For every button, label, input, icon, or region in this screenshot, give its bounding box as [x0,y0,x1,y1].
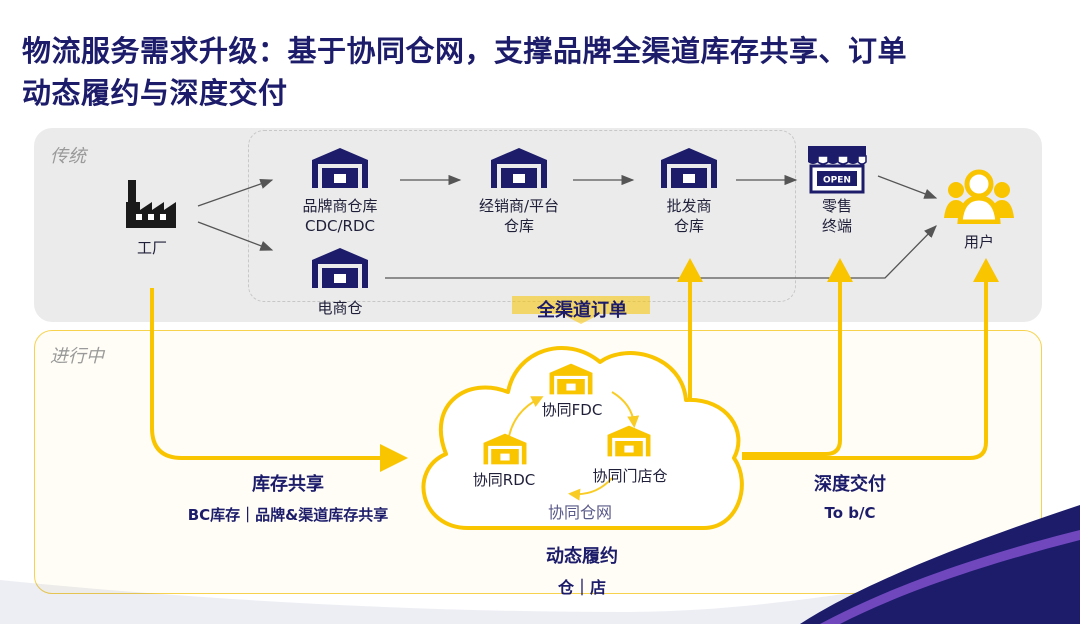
deep-delivery-subtitle: To b/C [824,504,876,522]
store-warehouse-icon [607,425,651,457]
arrowhead-to-network [380,444,408,472]
cloud-store-label: 协同门店仓 [592,467,668,485]
arrowhead-to-wholesaler [677,258,703,282]
wholesaler-warehouse-label: 批发商 仓库 [639,196,739,236]
shop-sign-text: OPEN [823,176,851,186]
dynamic-fulfillment-subtitle: 仓｜店 [557,578,606,597]
factory-icon [126,180,176,228]
flow-network-to-user [742,282,988,460]
cloud-fdc-label: 协同FDC [541,401,603,419]
brand-warehouse-label-line2: CDC/RDC [305,217,375,235]
distributor-warehouse-label-line1: 经销商/平台 [478,197,560,215]
page-title: 物流服务需求升级：基于协同仓网，支撑品牌全渠道库存共享、订单 动态履约与深度交付 [22,30,1062,114]
rdc-warehouse-icon [483,433,527,465]
flow-network-to-retail [742,282,842,456]
arrowhead-to-user [973,258,999,282]
distributor-warehouse-label-line2: 仓库 [503,217,534,235]
fdc-warehouse-icon [549,363,593,395]
cycle-arrow-fdc-store [611,391,640,428]
cycle-arrow-store-rdc [568,477,613,501]
title-line-2: 动态履约与深度交付 [22,76,288,110]
arrow-factory-to-ecommerce [197,221,274,251]
arrow-retail-to-user [877,175,938,199]
cloud-rdc-label: 协同RDC [472,471,536,489]
title-line-1: 物流服务需求升级：基于协同仓网，支撑品牌全渠道库存共享、订单 [22,34,908,68]
inventory-sharing-subtitle: BC库存｜品牌&渠道库存共享 [187,506,389,524]
arrow-factory-to-brand [197,178,274,207]
retail-terminal-label: 零售 终端 [807,196,867,236]
retail-terminal-label-line1: 零售 [821,197,852,215]
factory-label: 工厂 [136,239,167,257]
inventory-sharing-title: 库存共享 [252,474,324,495]
dynamic-fulfillment-title: 动态履约 [546,546,618,567]
deep-delivery-title: 深度交付 [814,474,886,495]
omni-order-arrow [512,296,650,324]
distributor-warehouse-icon [491,148,547,188]
wholesaler-warehouse-label-line1: 批发商 [666,197,712,215]
brand-warehouse-icon [312,148,368,188]
open-shop-icon: OPEN [808,146,867,194]
brand-warehouse-label: 品牌商仓库 CDC/RDC [285,196,395,236]
traditional-label: 传统 [50,146,86,167]
cloud-network-label: 协同仓网 [547,503,612,522]
in-progress-label: 进行中 [50,346,104,367]
brand-warehouse-label-line1: 品牌商仓库 [302,197,378,215]
users-group-icon [944,169,1014,224]
wholesaler-warehouse-label-line2: 仓库 [673,217,704,235]
wholesaler-warehouse-icon [661,148,717,188]
flow-factory-to-network [150,288,380,460]
distributor-warehouse-label: 经销商/平台 仓库 [464,196,574,236]
collaborative-network-cloud [421,346,744,530]
arrowhead-to-retail [827,258,853,282]
arrow-ecommerce-to-user [385,225,937,279]
ecommerce-warehouse-icon [312,248,368,288]
ecommerce-warehouse-label: 电商仓 [317,299,363,317]
omni-channel-order-label: 全渠道订单 [537,300,627,321]
retail-terminal-label-line2: 终端 [821,217,852,235]
user-label: 用户 [963,233,994,251]
